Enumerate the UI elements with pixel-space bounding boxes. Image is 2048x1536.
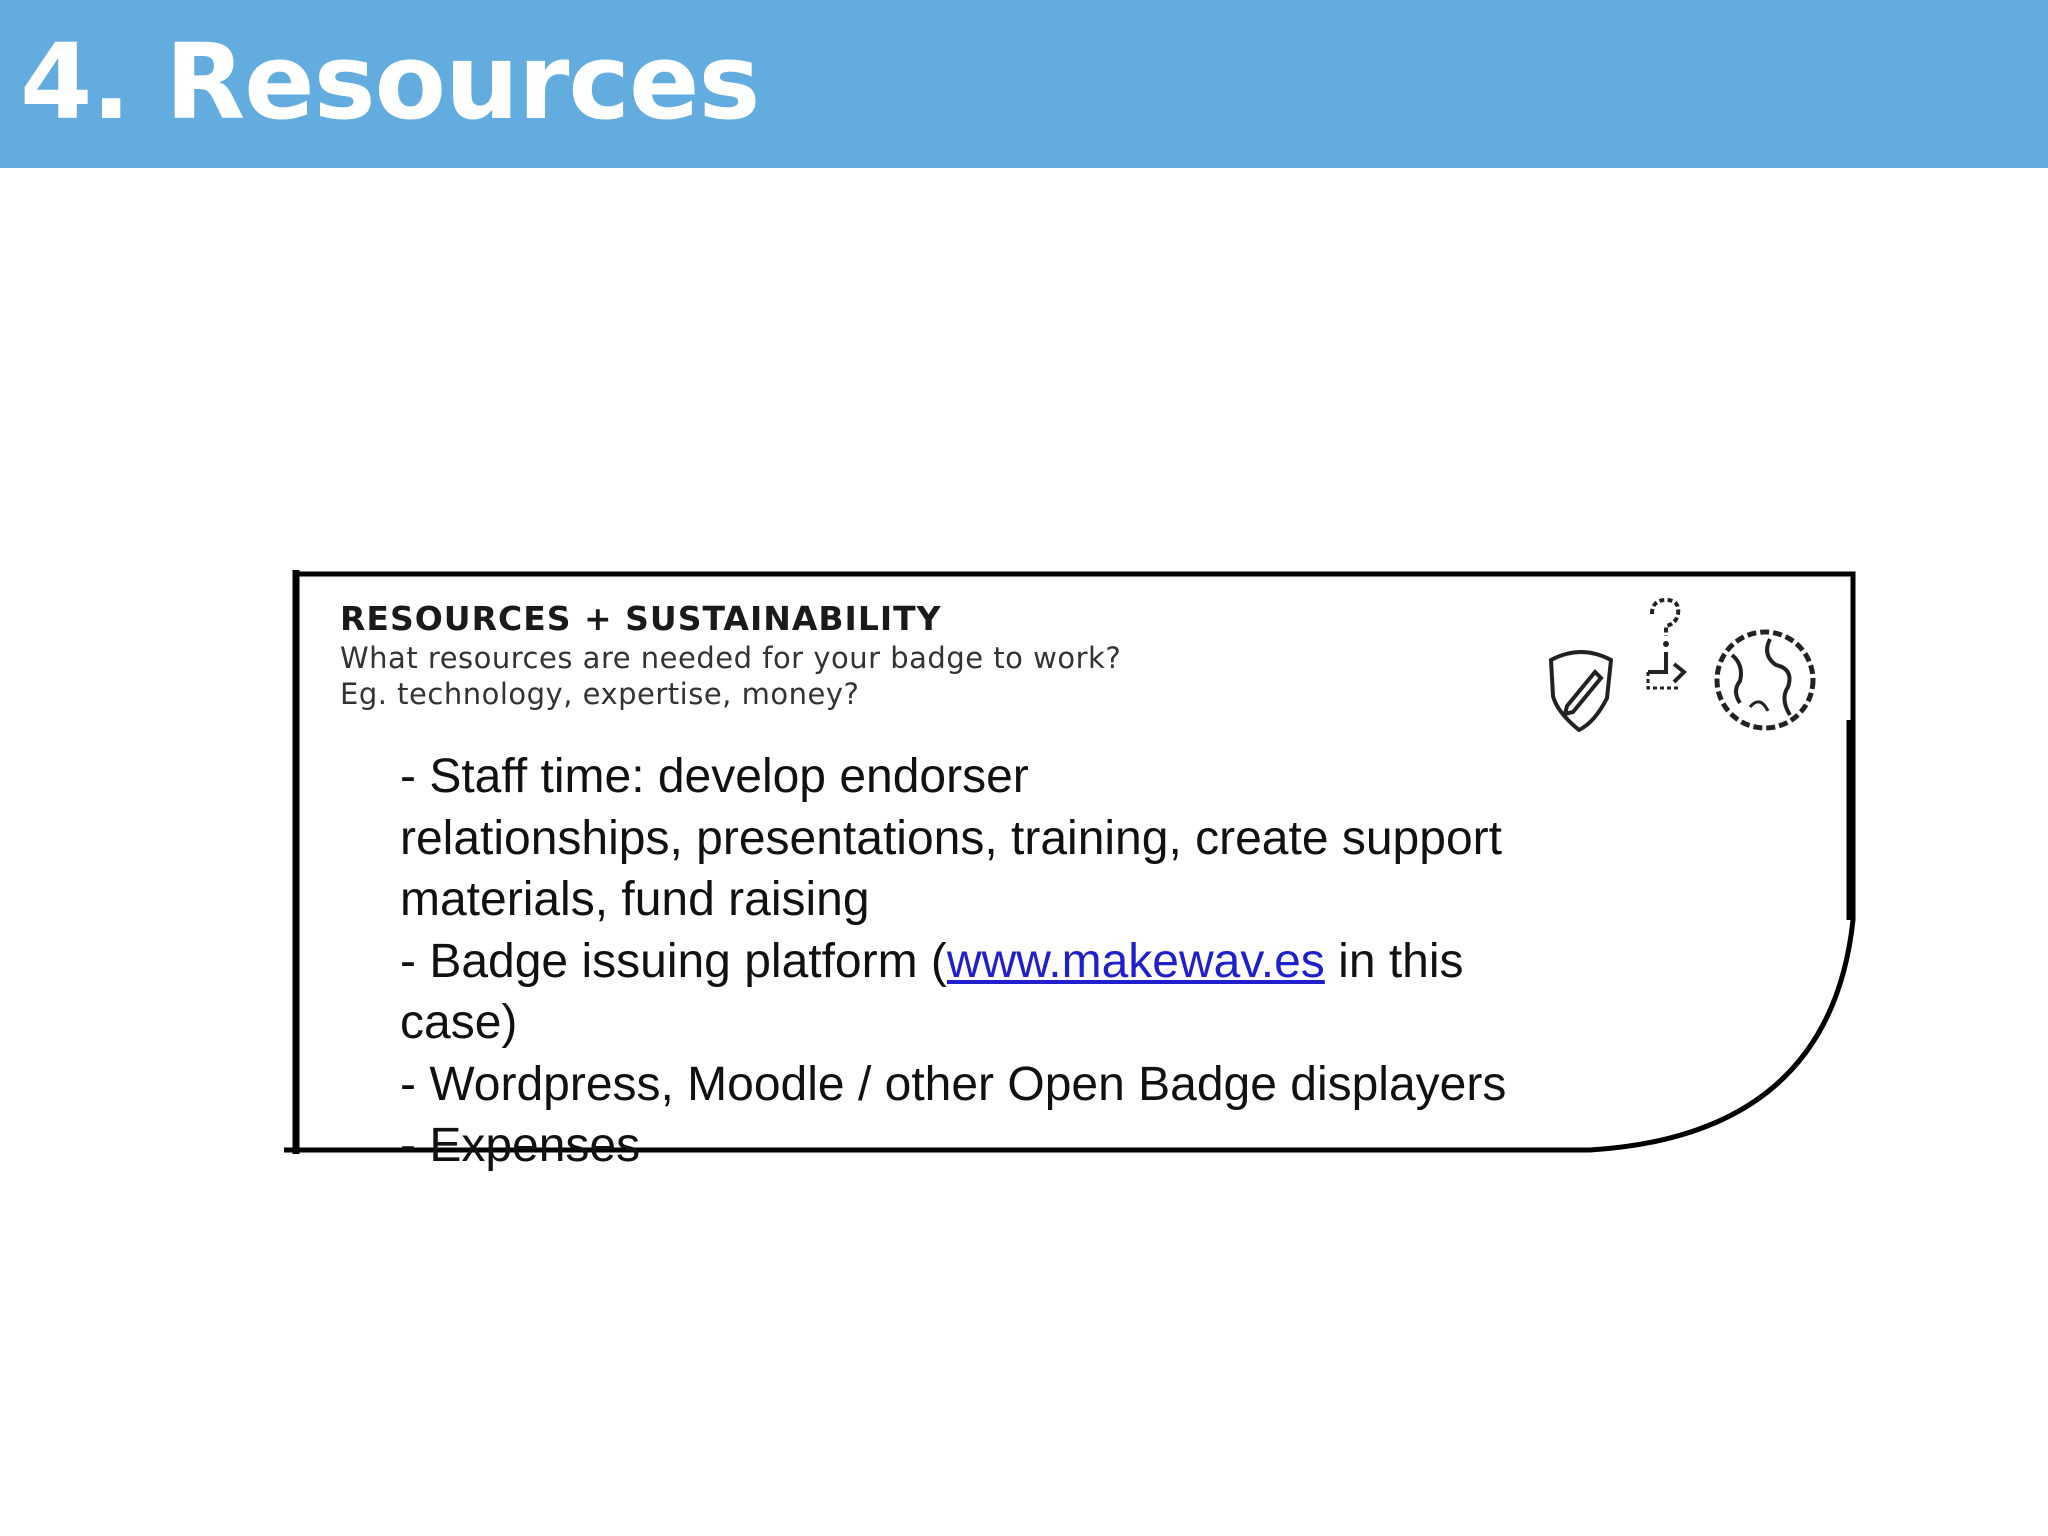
staff-time-item-continued: relationships, presentations, training, … bbox=[400, 811, 1502, 865]
staff-time-item-end: materials, fund raising bbox=[400, 873, 870, 926]
staff-time-item: - Staff time: develop endorser bbox=[400, 750, 1029, 803]
question-arrow-icon bbox=[1646, 597, 1687, 690]
card-heading: RESOURCES + SUSTAINABILITY bbox=[340, 599, 942, 638]
resources-list: - Staff time: develop endorser relations… bbox=[400, 746, 1660, 1177]
shield-pencil-icon bbox=[1548, 650, 1614, 732]
globe-icon bbox=[1714, 629, 1816, 731]
platform-item-suffix: in this bbox=[1324, 934, 1464, 988]
card-question: What resources are needed for your badge… bbox=[340, 641, 1122, 675]
displayers-item: - Wordpress, Moodle / other Open Badge d… bbox=[400, 1057, 1507, 1111]
slide-title: 4. Resources bbox=[20, 21, 760, 143]
platform-item: - Badge issuing platform (www.makewav.es… bbox=[400, 931, 1660, 993]
expenses-item: - Expenses bbox=[400, 1119, 641, 1172]
card-examples: Eg. technology, expertise, money? bbox=[340, 677, 860, 711]
title-bar: 4. Resources bbox=[0, 0, 2048, 168]
platform-item-end: case) bbox=[400, 996, 518, 1049]
worksheet-card-frame bbox=[284, 570, 1856, 1154]
makewaves-link[interactable]: www.makewav.es bbox=[946, 934, 1325, 988]
platform-item-text: - Badge issuing platform ( bbox=[400, 934, 947, 988]
